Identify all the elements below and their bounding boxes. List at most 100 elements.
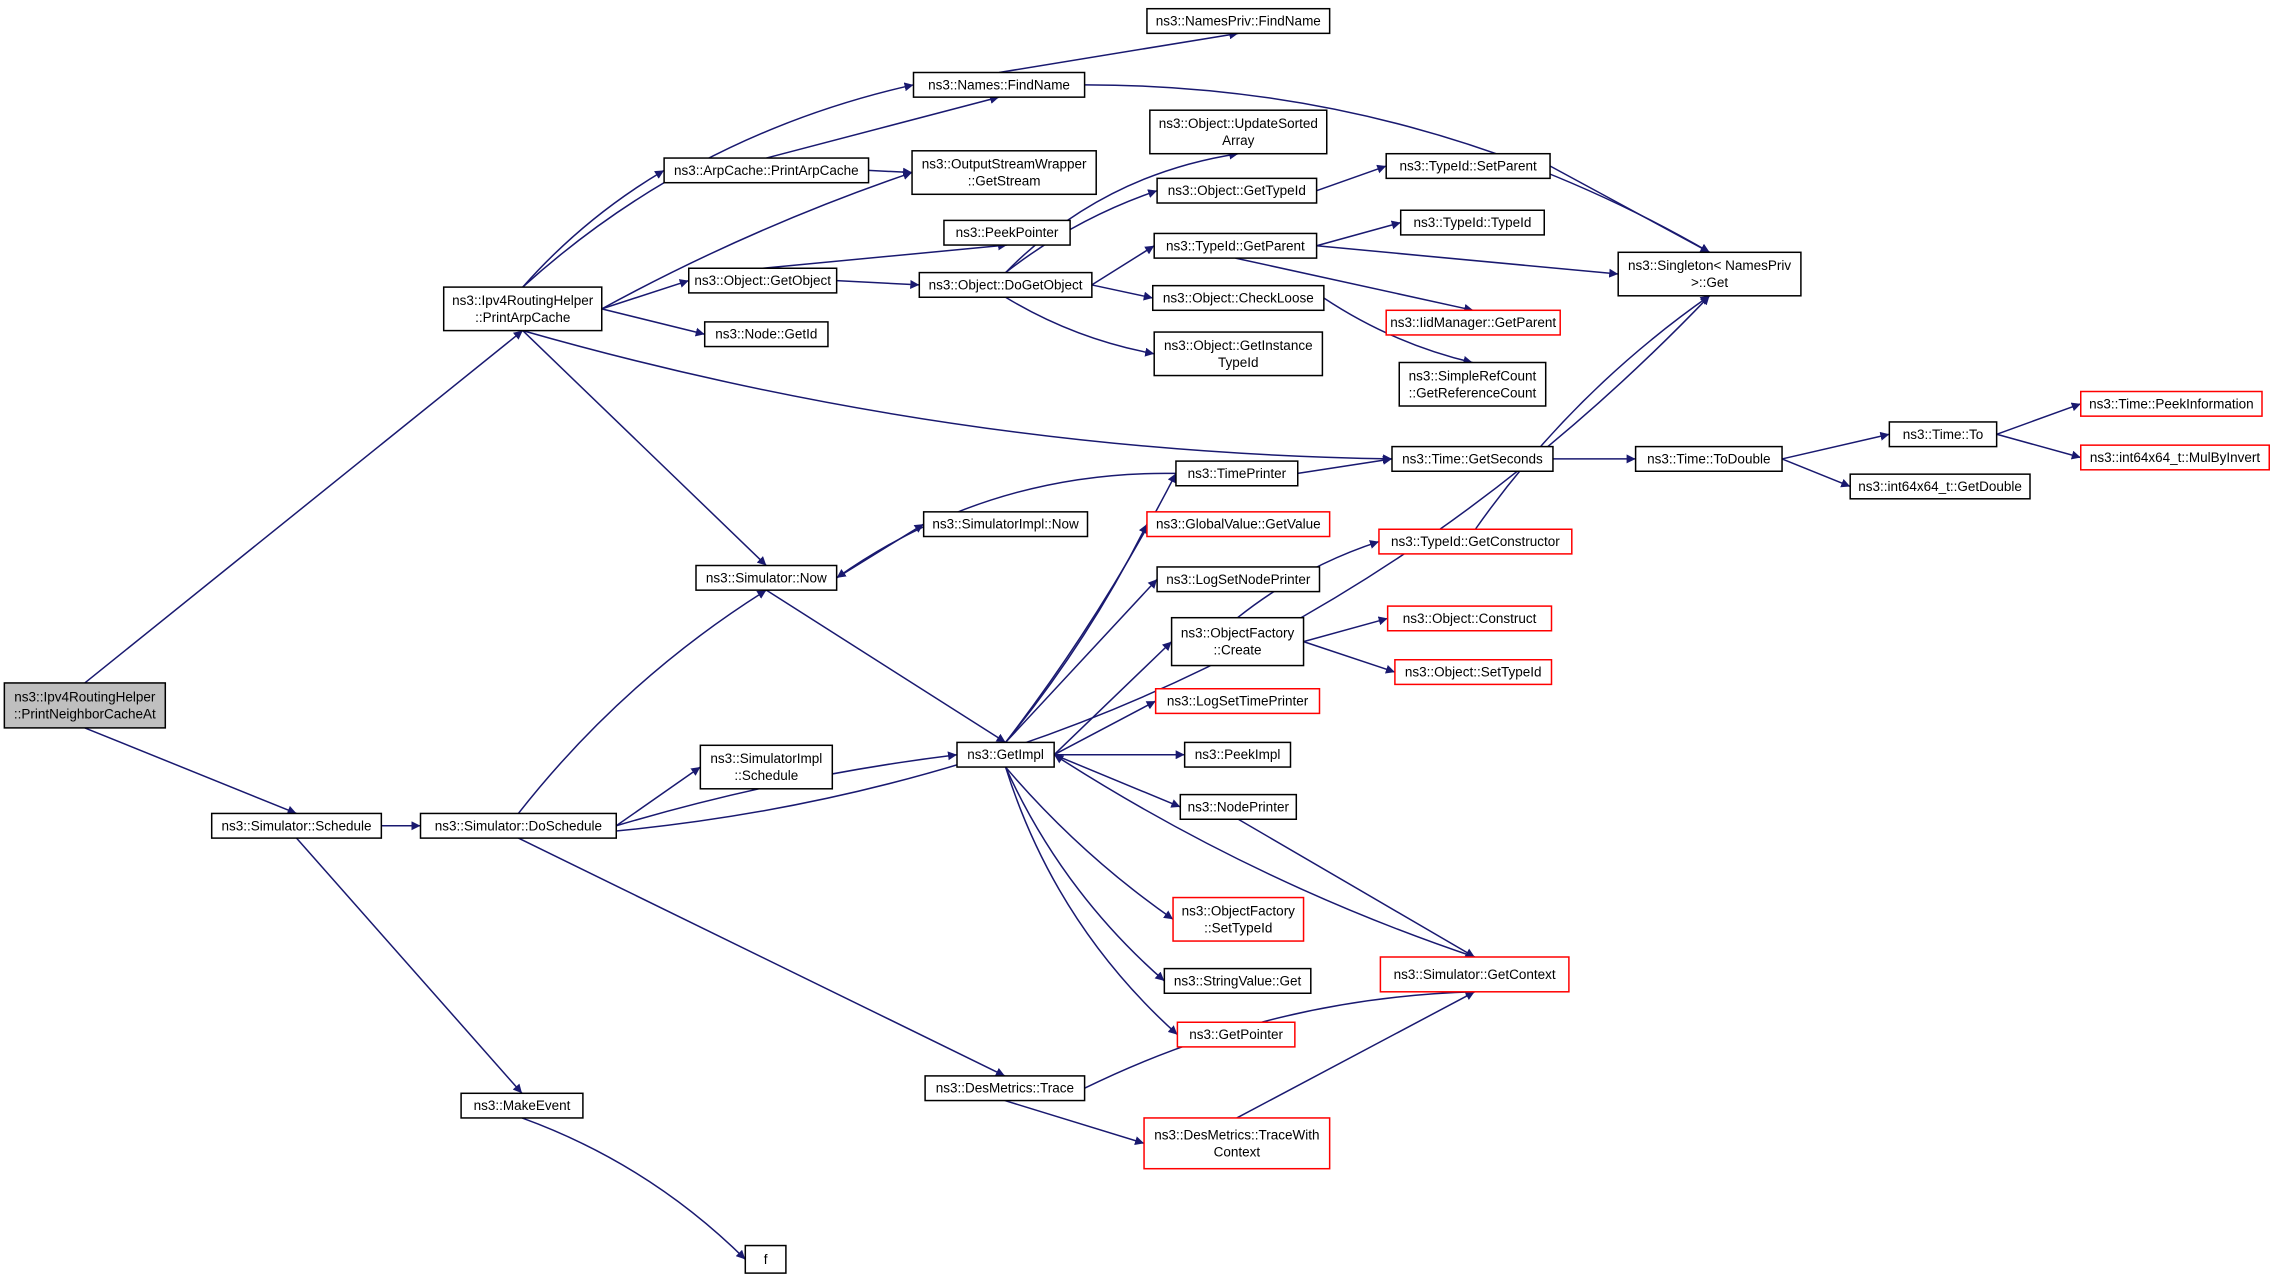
node-box (1399, 209, 1545, 236)
node-getimpl[interactable]: ns3::GetImpl (956, 741, 1055, 768)
edge-dogetobject-to-typeidgetparent (1091, 245, 1155, 286)
node-label: Array (1222, 133, 1255, 148)
node-lognodeprinter[interactable]: ns3::LogSetNodePrinter (1156, 566, 1321, 593)
node-getpointer[interactable]: ns3::GetPointer (1176, 1021, 1296, 1048)
node-simimplsched[interactable]: ns3::SimulatorImpl::Schedule (699, 744, 834, 790)
node-f[interactable]: f (744, 1244, 787, 1274)
node-label: ns3::TypeId::SetParent (1399, 159, 1537, 174)
node-objfactcreate[interactable]: ns3::ObjectFactory::Create (1170, 616, 1305, 667)
node-getobject[interactable]: ns3::Object::GetObject (688, 267, 838, 294)
node-box (442, 286, 603, 332)
node-label: ns3::ArpCache::PrintArpCache (674, 163, 859, 178)
node-box (419, 812, 617, 839)
node-box (1156, 566, 1321, 593)
edge-printarp-to-nodegetid (601, 308, 705, 337)
node-label: ns3::Node::GetId (715, 327, 817, 342)
node-logtimeprinter[interactable]: ns3::LogSetTimePrinter (1154, 688, 1321, 715)
node-label: ns3::Time::GetSeconds (1402, 451, 1543, 466)
node-label: ns3::Time::PeekInformation (2089, 396, 2254, 411)
node-simplerefcount[interactable]: ns3::SimpleRefCount::GetReferenceCount (1398, 361, 1547, 407)
node-findname[interactable]: ns3::Names::FindName (912, 71, 1086, 98)
node-objgettypeid[interactable]: ns3::Object::GetTypeId (1156, 177, 1318, 204)
node-schedule[interactable]: ns3::Simulator::Schedule (210, 812, 383, 839)
node-label: ns3::Time::To (1903, 427, 1984, 442)
node-doschedule[interactable]: ns3::Simulator::DoSchedule (419, 812, 617, 839)
edge-timeto-to-peekinfo (1996, 402, 2082, 435)
node-mulbyinvert[interactable]: ns3::int64x64_t::MulByInvert (2080, 444, 2270, 471)
node-desmetrics[interactable]: ns3::DesMetrics::Trace (924, 1075, 1086, 1102)
node-label: ns3::Ipv4RoutingHelper (452, 293, 594, 308)
node-box (1391, 445, 1554, 473)
node-getconstructor[interactable]: ns3::TypeId::GetConstructor (1378, 528, 1573, 555)
edge-typeidgetparent-to-iidmgr (1235, 257, 1474, 313)
node-box (1152, 284, 1325, 312)
node-box (1175, 460, 1299, 487)
node-iidmgr[interactable]: ns3::IidManager::GetParent (1385, 309, 1561, 336)
node-simnow[interactable]: ns3::Simulator::Now (695, 564, 838, 591)
node-box (1183, 741, 1292, 768)
node-label: ::PrintArpCache (475, 310, 570, 325)
node-makeevent[interactable]: ns3::MakeEvent (460, 1092, 584, 1119)
node-objconstruct[interactable]: ns3::Object::Construct (1386, 605, 1553, 632)
node-label: ns3::IidManager::GetParent (1390, 315, 1556, 330)
node-objfactsettypeid[interactable]: ns3::ObjectFactory::SetTypeId (1172, 896, 1305, 942)
node-nodegetid[interactable]: ns3::Node::GetId (703, 321, 829, 348)
node-label: ns3::TypeId::TypeId (1414, 215, 1532, 230)
node-outstream[interactable]: ns3::OutputStreamWrapper::GetStream (911, 150, 1097, 196)
node-stringvalueget[interactable]: ns3::StringValue::Get (1163, 967, 1312, 994)
node-label: ns3::Simulator::Now (706, 570, 827, 585)
node-setparent[interactable]: ns3::TypeId::SetParent (1385, 152, 1551, 180)
node-typeidtypeid[interactable]: ns3::TypeId::TypeId (1399, 209, 1545, 236)
edge-root-to-schedule (84, 727, 297, 815)
node-label: ns3::NodePrinter (1188, 799, 1290, 814)
node-timeto[interactable]: ns3::Time::To (1888, 421, 1998, 448)
node-box (744, 1244, 787, 1274)
node-peekimpl[interactable]: ns3::PeekImpl (1183, 741, 1292, 768)
node-arpcache[interactable]: ns3::ArpCache::PrintArpCache (663, 157, 870, 184)
node-todouble[interactable]: ns3::Time::ToDouble (1634, 445, 1783, 473)
node-getseconds[interactable]: ns3::Time::GetSeconds (1391, 445, 1554, 473)
node-root[interactable]: ns3::Ipv4RoutingHelper::PrintNeighborCac… (3, 682, 167, 729)
node-box (2080, 444, 2270, 471)
node-box (956, 741, 1055, 768)
node-box (1146, 7, 1331, 35)
node-getdouble[interactable]: ns3::int64x64_t::GetDouble (1849, 473, 2031, 500)
edge-objgettypeid-to-setparent (1316, 164, 1387, 192)
node-timeprinter[interactable]: ns3::TimePrinter (1175, 460, 1299, 487)
node-label: ns3::Simulator::DoSchedule (435, 818, 602, 833)
node-nodeprinter[interactable]: ns3::NodePrinter (1179, 793, 1298, 820)
node-box (1172, 896, 1305, 942)
node-label: TypeId (1218, 355, 1259, 370)
node-label: ns3::int64x64_t::MulByInvert (2090, 450, 2261, 465)
node-peekptr[interactable]: ns3::PeekPointer (943, 219, 1071, 246)
edge-nodeprinter-to-getcontext (1237, 818, 1476, 958)
node-label: ns3::NamesPriv::FindName (1156, 14, 1321, 29)
node-namespriv[interactable]: ns3::NamesPriv::FindName (1146, 7, 1331, 35)
node-checkloose[interactable]: ns3::Object::CheckLoose (1152, 284, 1325, 312)
node-implnow[interactable]: ns3::SimulatorImpl::Now (922, 511, 1089, 538)
node-gvgetvalue[interactable]: ns3::GlobalValue::GetValue (1146, 511, 1331, 538)
node-dogetobject[interactable]: ns3::Object::DoGetObject (918, 271, 1093, 299)
edge-doschedule-to-desmetrics (518, 837, 1006, 1077)
node-singleton[interactable]: ns3::Singleton< NamesPriv >::Get (1617, 251, 1802, 297)
node-label: ::GetStream (968, 174, 1041, 189)
node-box (1156, 177, 1318, 204)
node-printarp[interactable]: ns3::Ipv4RoutingHelper::PrintArpCache (442, 286, 603, 332)
node-label: ns3::PeekImpl (1195, 747, 1281, 762)
node-box (1154, 688, 1321, 715)
edge-desmetrics-to-tracewithctx (1004, 1099, 1145, 1145)
node-typeidgetparent[interactable]: ns3::TypeId::GetParent (1153, 232, 1318, 259)
node-label: ns3::LogSetNodePrinter (1166, 572, 1311, 587)
node-peekinfo[interactable]: ns3::Time::PeekInformation (2080, 390, 2263, 417)
edge-timeprinter-to-getseconds (1297, 455, 1393, 475)
edge-getimpl-to-getpointer (1004, 766, 1178, 1036)
edge-printarp-to-simnow (522, 330, 767, 567)
node-box (210, 812, 383, 839)
edge-typeidgetparent-to-singleton (1316, 245, 1619, 278)
node-getcontext[interactable]: ns3::Simulator::GetContext (1379, 956, 1570, 993)
node-objsettypeid[interactable]: ns3::Object::SetTypeId (1394, 659, 1553, 686)
node-box (1146, 511, 1331, 538)
